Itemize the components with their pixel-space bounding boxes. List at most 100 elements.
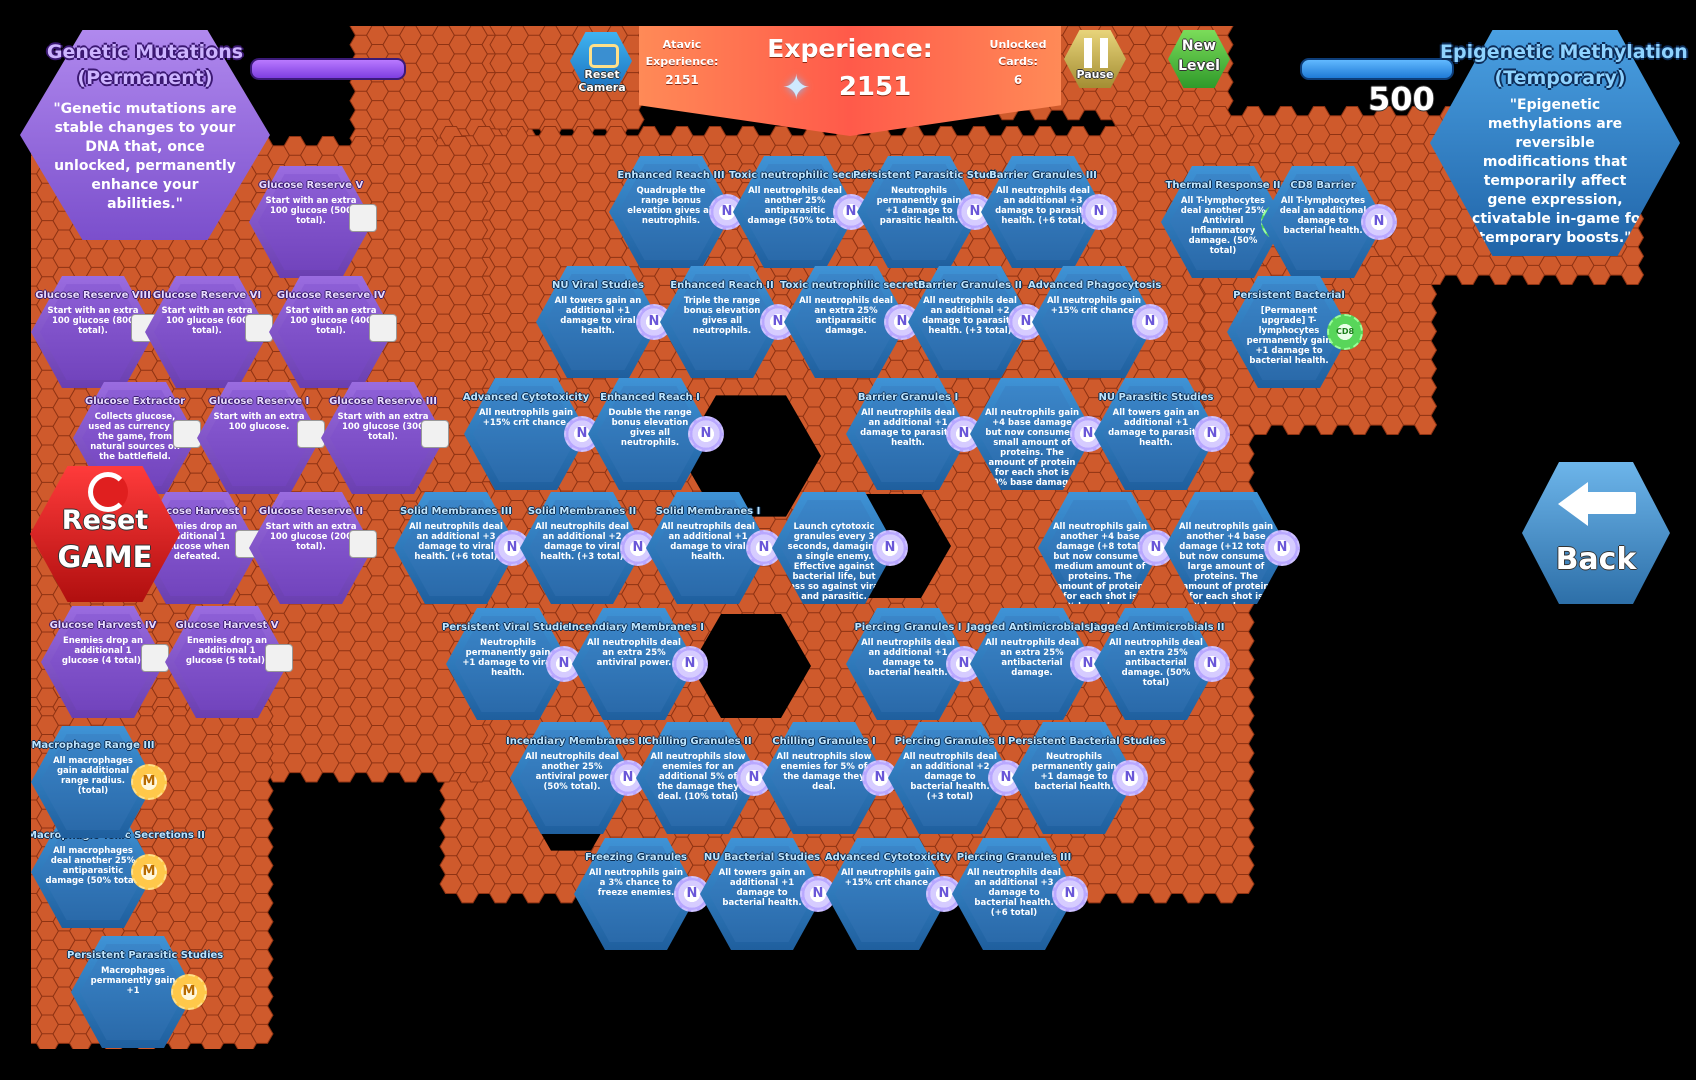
- card-description: All towers gain an additional +1 damage …: [718, 868, 806, 908]
- glucose-cube-icon: [421, 420, 449, 448]
- card-title: Solid Membranes I: [655, 506, 761, 517]
- card-title: Glucose Harvest IV: [49, 620, 157, 631]
- reset-camera-label: Reset Camera: [578, 68, 626, 94]
- card-title: Piercing Granules I: [854, 622, 962, 633]
- card-description: All T-lymphocytes deal another 25% Antiv…: [1180, 196, 1266, 256]
- terrain-tile: [250, 967, 274, 988]
- glucose-cube-icon: [265, 644, 293, 672]
- card-description: All neutrophils deal an additional +2 da…: [922, 296, 1018, 336]
- terrain-tile: [250, 818, 274, 839]
- card-title: Piercing Granules III: [956, 852, 1072, 863]
- epigenetic-methylation-subtitle: (Temporary): [1494, 67, 1626, 89]
- terrain-tile: [250, 724, 274, 745]
- card-description: Neutrophils permanently gain +1 damage t…: [876, 186, 962, 226]
- terrain-tile: [1231, 874, 1255, 894]
- terrain-tile: [1231, 443, 1255, 464]
- card-title: Persistent Parasitic Studies: [853, 170, 1010, 181]
- card-title: Persistent Bacterial: [1233, 290, 1345, 301]
- card-description: Start with an extra 100 glucose (800 tot…: [47, 306, 139, 336]
- neutrophil-cell-icon: N: [672, 646, 708, 682]
- card-title: Glucose Reserve VI: [152, 290, 262, 301]
- terrain-tile: [250, 780, 274, 801]
- card-description: All towers gain an additional +1 damage …: [1108, 408, 1204, 448]
- card-title: Enhanced Reach II: [670, 280, 774, 291]
- neutrophil-cell-icon: N: [1132, 304, 1168, 340]
- card-description: All neutrophils deal another 25% antipar…: [747, 186, 843, 226]
- terrain-tile: [1231, 462, 1255, 483]
- card-title: Jagged Antimicrobials II: [1090, 622, 1225, 633]
- terrain-tile: [1231, 126, 1255, 146]
- card-description: All neutrophils deal an additional +1 da…: [661, 522, 755, 562]
- card-description: Double the range bonus elevation gives a…: [608, 408, 692, 448]
- card-description: All neutrophils gain +15% crit chance.: [478, 408, 574, 428]
- new-level-label: New Level: [1178, 38, 1220, 74]
- card-description: Enemies drop an additional 1 glucose (5 …: [185, 636, 269, 666]
- card-description: [Permanent upgrade] T-lymphocytes perman…: [1246, 306, 1332, 366]
- card-title: Freezing Granules: [585, 852, 687, 863]
- terrain-tile: [250, 855, 274, 876]
- reset-game-label-1: Reset: [61, 505, 149, 536]
- terrain-tile: [250, 743, 274, 764]
- card-description: All neutrophils deal an extra 25% antivi…: [587, 638, 681, 668]
- card-description: All neutrophils deal an additional +3 da…: [995, 186, 1091, 226]
- card-title: Chilling Granules I: [772, 736, 876, 747]
- neutrophil-cell-icon: N: [1052, 876, 1088, 912]
- card-description: Collects glucose, used as currency in th…: [88, 412, 182, 462]
- genetic-mutations-subtitle: (Permanent): [77, 67, 213, 89]
- terrain-tile: [250, 836, 274, 857]
- card-description: All neutrophils gain another +4 base dam…: [1178, 522, 1274, 604]
- macrophage-cell-icon: M: [171, 974, 207, 1010]
- glucose-cube-icon: [349, 204, 377, 232]
- card-title: Advanced Cytotoxicity: [462, 392, 590, 403]
- terrain-tile: [1231, 855, 1255, 876]
- card-description: Start with an extra 100 glucose.: [213, 412, 305, 432]
- card-title: Jagged Antimicrobials I: [966, 622, 1098, 633]
- atavic-experience-label: Atavic Experience:: [645, 38, 719, 68]
- cd8-cell-icon: CD8: [1327, 314, 1363, 350]
- card-title: Glucose Harvest V: [175, 620, 279, 631]
- terrain-tile: [1413, 414, 1438, 435]
- terrain-tile: [1620, 264, 1645, 285]
- card-title: Barrier Granules III: [989, 170, 1097, 181]
- card-description: All neutrophils slow enemies for an addi…: [650, 752, 746, 802]
- card-description: All neutrophils deal an extra 25% antiba…: [1109, 638, 1203, 688]
- card-title: Glucose Reserve II: [258, 506, 364, 517]
- terrain-tile: [250, 1005, 274, 1026]
- card-description: Start with an extra 100 glucose (300 tot…: [337, 412, 429, 442]
- card-description: All neutrophils deal an extra 25% antipa…: [799, 296, 893, 336]
- card-title: NU Parasitic Studies: [1098, 392, 1214, 403]
- card-description: All neutrophils deal an additional +1 da…: [861, 638, 955, 678]
- card-description: Start with an extra 100 glucose (400 tot…: [285, 306, 377, 336]
- card-title: Glucose Reserve I: [208, 396, 310, 407]
- card-title: Advanced Phagocytosis: [1028, 280, 1162, 291]
- card-title: Glucose Reserve V: [258, 180, 364, 191]
- atavic-experience-value: 2151: [665, 73, 699, 87]
- terrain-tile: [250, 986, 274, 1007]
- card-title: Advanced Cytotoxicity: [824, 852, 952, 863]
- card-description: Macrophages permanently gain +1: [90, 966, 176, 996]
- neutrophil-cell-icon: N: [688, 416, 724, 452]
- card-description: Neutrophils permanently gain +1 damage t…: [462, 638, 554, 678]
- sparkle-icon: ✦: [782, 68, 811, 108]
- neutrophil-cell-icon: N: [1361, 204, 1397, 240]
- terrain-tile: [1231, 668, 1255, 689]
- right-counter: 500: [1368, 80, 1435, 118]
- epigenetic-methylation-title: Epigenetic Methylation: [1440, 41, 1688, 63]
- terrain-tile: [464, 762, 489, 783]
- card-title: CD8 Barrier: [1290, 180, 1356, 191]
- terrain-tile: [250, 1023, 274, 1044]
- card-title: Incendiary Membranes II: [506, 736, 646, 747]
- card-description: Quadruple the range bonus elevation give…: [627, 186, 715, 226]
- card-title: Solid Membranes II: [527, 506, 637, 517]
- unlocked-cards-value: 6: [1013, 73, 1023, 87]
- terrain-tile: [1231, 705, 1255, 726]
- neutrophil-cell-icon: N: [1264, 530, 1300, 566]
- card-title: Barrier Granules I: [857, 392, 959, 403]
- card-description: All towers gain an additional +1 damage …: [554, 296, 642, 336]
- card-title: Barrier Granules II: [917, 280, 1023, 291]
- card-title: Chilling Granules II: [644, 736, 752, 747]
- upgrade-tree-board[interactable]: Quadruple the range bonus elevation give…: [31, 26, 1671, 1049]
- terrain-tile: [621, 109, 645, 130]
- card-description: All neutrophils gain +15% crit chance.: [1046, 296, 1142, 316]
